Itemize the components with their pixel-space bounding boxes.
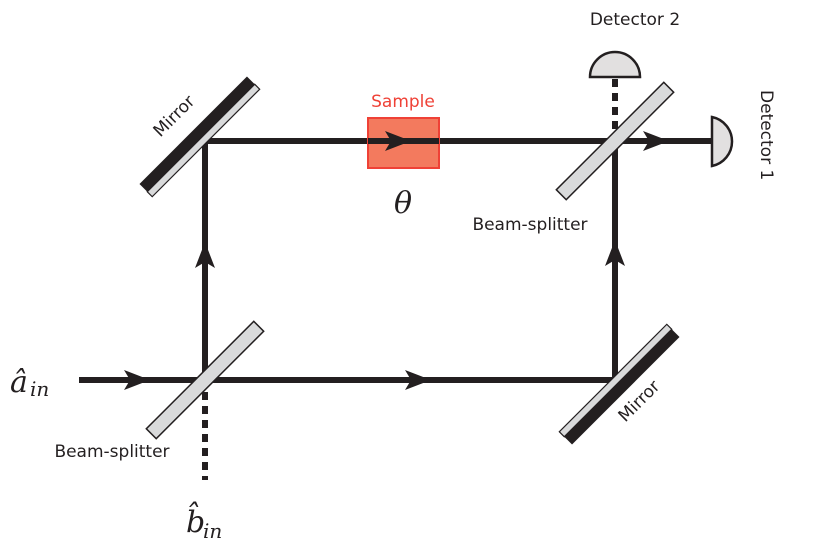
detector-2-icon <box>588 50 642 79</box>
input-b-symbol: b̂ <box>186 501 205 540</box>
arrow-input-a <box>124 370 150 390</box>
input-a-label: â in <box>10 365 49 401</box>
beam-splitter-1-label: Beam-splitter <box>54 442 169 462</box>
beam-splitter-1 <box>145 320 265 440</box>
sample-label: Sample <box>371 92 435 112</box>
beam-splitter-2-label: Beam-splitter <box>472 215 587 235</box>
detector-1-icon <box>710 115 734 168</box>
input-a-subscript: in <box>30 377 49 401</box>
arrow-right-arm <box>605 240 625 266</box>
input-b-subscript: in <box>203 519 222 543</box>
detector-1-label: Detector 1 <box>756 90 776 180</box>
input-a-symbol: â <box>10 365 28 400</box>
mirror-bottom-right <box>558 323 680 445</box>
arrow-through-sample <box>385 131 411 151</box>
input-b-label: b̂ in <box>186 501 222 543</box>
arrow-to-detector-1 <box>643 131 669 151</box>
detector-2-label: Detector 2 <box>590 10 680 30</box>
arrow-left-arm <box>195 242 215 268</box>
mirror-top-left <box>139 76 261 198</box>
beam-splitter-2 <box>555 81 675 201</box>
arrow-bottom-arm <box>405 370 431 390</box>
phase-theta-label: θ <box>394 186 412 221</box>
